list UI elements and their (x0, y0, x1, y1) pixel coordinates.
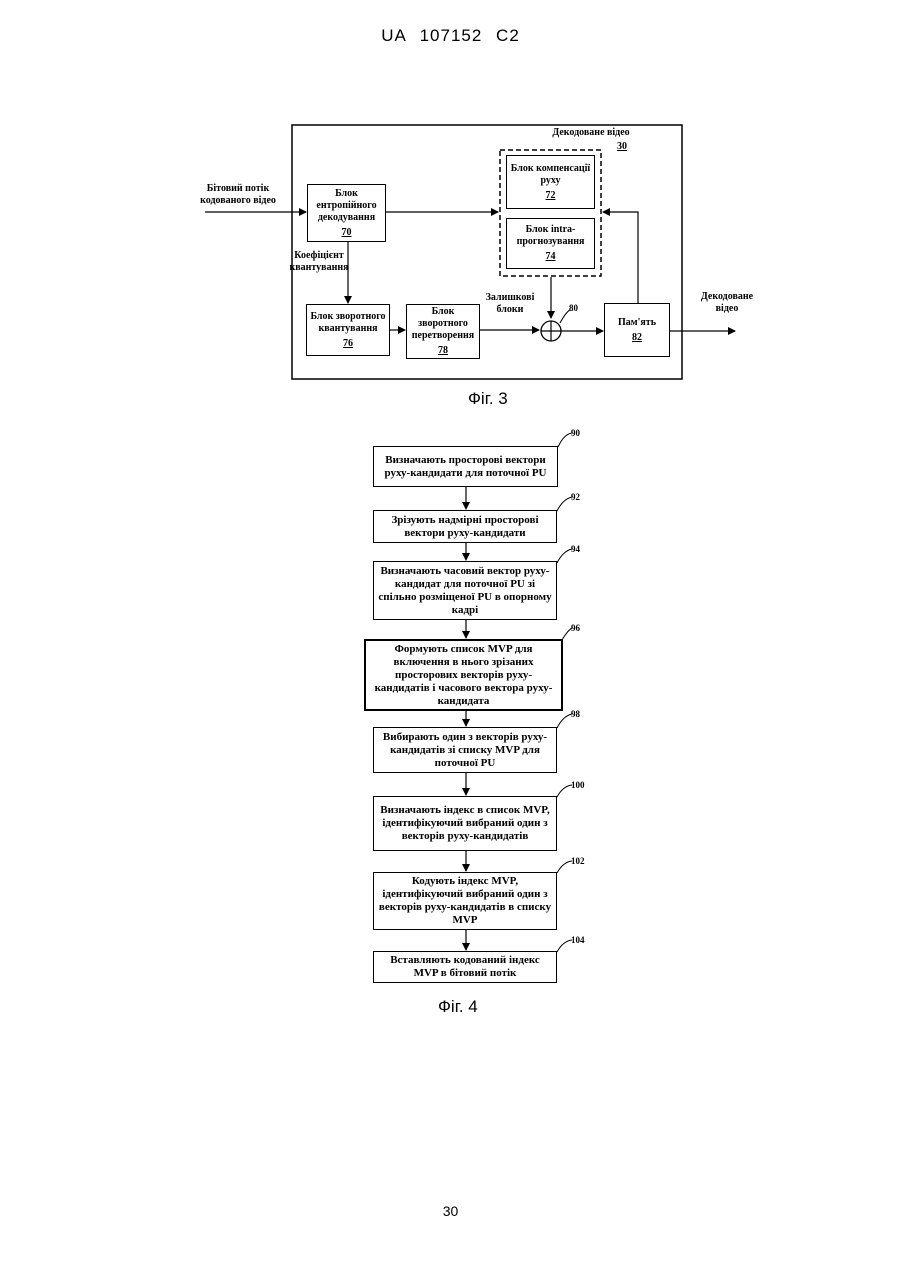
memory-block: Пам'ять82 (604, 303, 670, 357)
output-label: Декодоване відео (692, 291, 762, 315)
step-92-number: 92 (571, 492, 580, 502)
step-100-box: Визначають індекс в список MVP, ідентифі… (373, 796, 557, 851)
summer-number: 80 (569, 303, 578, 313)
step-96-box: Формують список MVP для включення в ньог… (364, 639, 563, 711)
motion-compensation-block: Блок компенсації руху72 (506, 155, 595, 209)
step-102-number: 102 (571, 856, 585, 866)
step-94-number: 94 (571, 544, 580, 554)
step-92-box: Зрізують надмірні просторові вектори рух… (373, 510, 557, 543)
step-98-number: 98 (571, 709, 580, 719)
input-label: Бітовий потік кодованого відео (190, 183, 286, 207)
step-96-number: 96 (571, 623, 580, 633)
figure-4-caption: Фіг. 4 (438, 997, 478, 1017)
figure-3-caption: Фіг. 3 (468, 389, 508, 409)
inverse-quantization-block: Блок зворотного квантування76 (306, 304, 390, 356)
step-104-number: 104 (571, 935, 585, 945)
intra-prediction-block: Блок intra-прогнозування74 (506, 218, 595, 269)
decoder-title: Декодоване відео (536, 127, 646, 139)
step-104-box: Вставляють кодований індекс MVP в бітови… (373, 951, 557, 983)
decoder-number: 30 (612, 141, 632, 153)
step-90-box: Визначають просторові вектори руху-канди… (373, 446, 558, 487)
step-102-box: Кодують індекс MVP, ідентифікуючий вибра… (373, 872, 557, 930)
page-number: 30 (0, 1203, 901, 1219)
residual-label: Залишкові блоки (480, 292, 540, 316)
entropy-decoding-block: Блок ентропійного декодування70 (307, 184, 386, 242)
step-98-box: Вибирають один з векторів руху-кандидаті… (373, 727, 557, 773)
inverse-transform-block: Блок зворотного перетворення78 (406, 304, 480, 359)
step-90-number: 90 (571, 428, 580, 438)
step-100-number: 100 (571, 780, 585, 790)
coefficient-label: Коефіцієнт квантування (288, 250, 350, 274)
step-94-box: Визначають часовий вектор руху-кандидат … (373, 561, 557, 620)
